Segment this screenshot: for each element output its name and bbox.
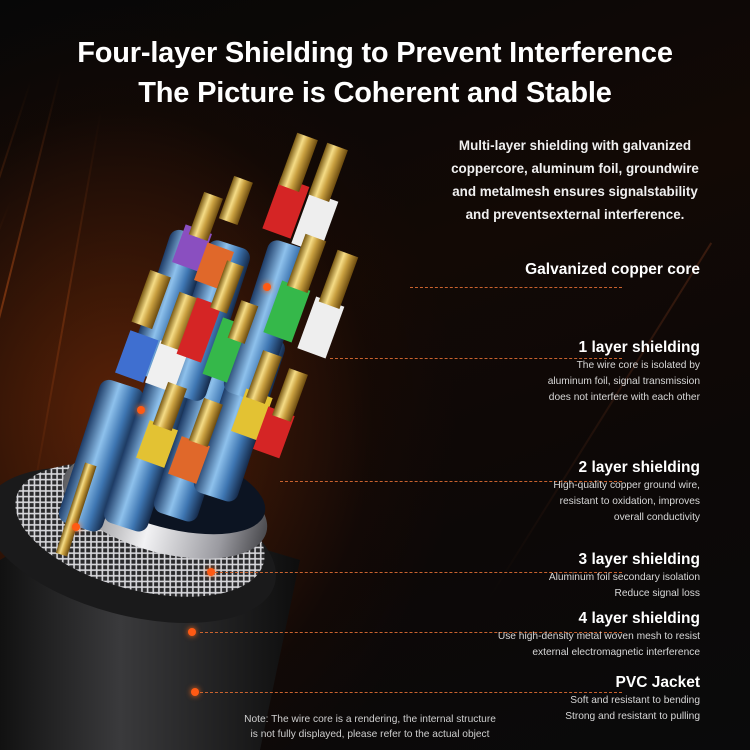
marker-dot-layer-4	[188, 628, 196, 636]
layer-description: Reduce signal loss	[614, 588, 700, 599]
leader-line-layer-3	[215, 572, 622, 573]
background-diagonal	[487, 242, 713, 600]
leader-line-layer-1	[330, 358, 622, 359]
marker-dot-layer-1	[137, 406, 145, 414]
layer-description: Aluminum foil secondary isolation	[548, 572, 700, 583]
ground-wire	[55, 462, 97, 557]
layer-heading: 1 layer shielding	[578, 339, 700, 356]
label-layer-1: 1 layer shielding The wire core is isola…	[548, 338, 700, 406]
label-layer-3: 3 layer shielding Aluminum foil secondar…	[549, 550, 700, 602]
leader-line-copper-core	[410, 287, 622, 288]
label-layer-2: 2 layer shielding High-quality copper gr…	[553, 458, 700, 526]
marker-dot-pvc-jacket	[191, 688, 199, 696]
note-line: is not fully displayed, please refer to …	[250, 729, 490, 740]
wire-bundle	[58, 229, 310, 532]
marker-dot-layer-3	[207, 568, 215, 576]
disclaimer-note: Note: The wire core is a rendering, the …	[220, 712, 520, 742]
layer-description: High-quality copper ground wire,	[553, 480, 700, 491]
layer-description: The wire core is isolated by	[576, 360, 700, 371]
layer-description: external electromagnetic interference	[532, 647, 700, 658]
layer-heading: 3 layer shielding	[578, 551, 700, 568]
intro-line: Multi-layer shielding with galvanized	[458, 138, 692, 153]
layer-description: Use high-density metal woven mesh to res…	[497, 631, 700, 642]
layer-description: resistant to oxidation, improves	[559, 496, 700, 507]
cable-cross-section-illustration	[0, 132, 359, 750]
title-line-1: Four-layer Shielding to Prevent Interfer…	[77, 37, 673, 69]
layer-heading: Galvanized copper core	[525, 261, 700, 278]
marker-dot-copper-core	[263, 283, 271, 291]
leader-line-pvc-jacket	[200, 692, 622, 693]
page-title: Four-layer Shielding to Prevent Interfer…	[0, 33, 750, 113]
title-line-2: The Picture is Coherent and Stable	[138, 77, 612, 109]
note-line: Note: The wire core is a rendering, the …	[244, 714, 496, 725]
label-layer-4: 4 layer shielding Use high-density metal…	[498, 609, 700, 661]
layer-description: Soft and resistant to bending	[570, 695, 700, 706]
layer-description: aluminum foil, signal transmission	[547, 376, 700, 387]
layer-description: does not interfere with each other	[548, 392, 700, 403]
intro-paragraph: Multi-layer shielding with galvanized co…	[408, 134, 742, 226]
color-coded-conductors	[55, 132, 359, 557]
intro-line: and metalmesh ensures signalstability	[452, 184, 698, 199]
intro-line: coppercore, aluminum foil, groundwire	[451, 161, 699, 176]
layer-description: Strong and resistant to pulling	[565, 711, 700, 722]
intro-line: and preventsexternal interference.	[465, 207, 685, 222]
label-copper-core: Galvanized copper core	[525, 260, 700, 280]
layer-heading: PVC Jacket	[615, 674, 700, 691]
label-pvc-jacket: PVC Jacket Soft and resistant to bending…	[565, 673, 700, 725]
leader-line-layer-4	[200, 632, 622, 633]
layer-description: overall conductivity	[613, 512, 700, 523]
marker-dot-layer-2	[72, 523, 80, 531]
layer-heading: 4 layer shielding	[578, 610, 700, 627]
leader-line-layer-2	[280, 481, 622, 482]
layer-heading: 2 layer shielding	[578, 459, 700, 476]
